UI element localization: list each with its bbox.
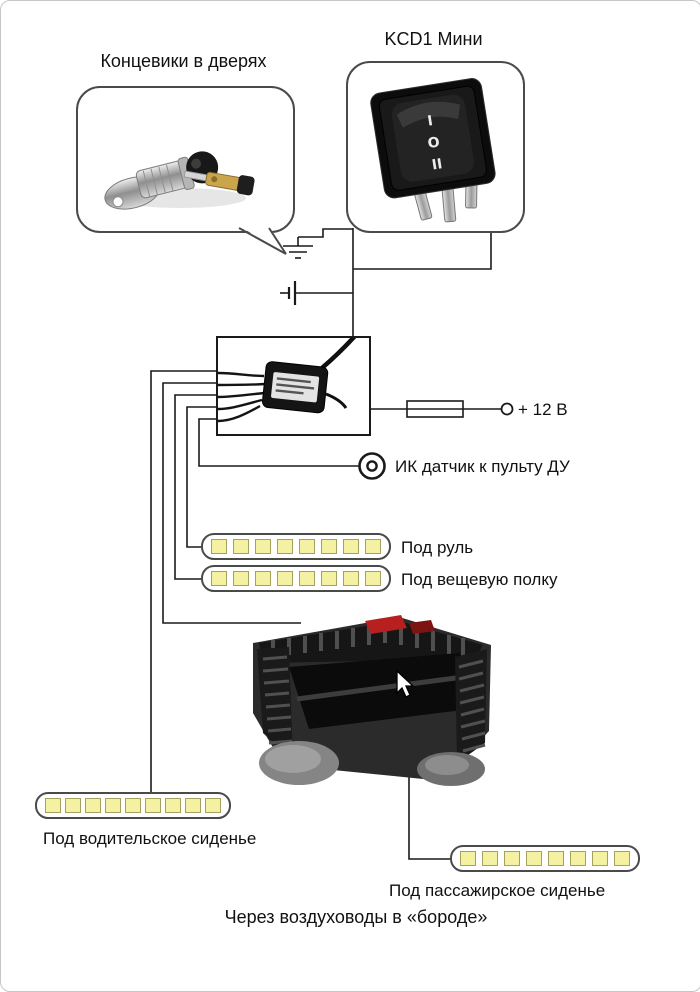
led-segment [255, 539, 271, 554]
led-segment [211, 571, 227, 586]
controller-photo [218, 338, 357, 423]
wire-vent [162, 382, 301, 624]
led-segment [592, 851, 608, 866]
controller-box [216, 336, 371, 436]
label-strip-steering: Под руль [401, 538, 474, 557]
led-segment [548, 851, 564, 866]
wire-strip-steering [186, 406, 216, 548]
led-segment [145, 798, 161, 813]
wire-strip-driver [150, 370, 216, 793]
led-segment [321, 539, 337, 554]
ground-symbol [283, 228, 353, 259]
label-strip-driver: Под водительское сиденье [43, 829, 257, 848]
label-door-switches: Концевики в дверях [100, 51, 267, 71]
led-strip-steering [201, 533, 391, 560]
rocker-mark-bottom: II [431, 156, 444, 173]
led-segment [343, 571, 359, 586]
led-segment [85, 798, 101, 813]
led-segment [299, 539, 315, 554]
led-segment [570, 851, 586, 866]
power-terminal-circle [500, 402, 514, 416]
led-segment [205, 798, 221, 813]
led-segment [105, 798, 121, 813]
led-segment [233, 571, 249, 586]
label-ir-sensor: ИК датчик к пульту ДУ [395, 457, 570, 476]
led-segment [299, 571, 315, 586]
led-segment [365, 539, 381, 554]
led-segment [165, 798, 181, 813]
wire-rocker [353, 229, 492, 270]
rocker-bubble: I O II [346, 61, 525, 233]
led-segment [277, 571, 293, 586]
led-segment [125, 798, 141, 813]
led-segment [321, 571, 337, 586]
led-segment [614, 851, 630, 866]
ir-sensor-symbol [198, 418, 386, 480]
led-strip-driver [35, 792, 231, 819]
label-strip-passenger: Под пассажирское сиденье [389, 881, 606, 900]
led-segment [526, 851, 542, 866]
rocker-switch-photo: I O II [370, 78, 496, 223]
led-strip-shelf [201, 565, 391, 592]
vent-photo [253, 615, 491, 786]
led-segment [233, 539, 249, 554]
led-segment [45, 798, 61, 813]
rocker-mark-top: I [426, 113, 434, 130]
label-rocker: KCD1 Мини [384, 29, 483, 49]
label-power: + 12 В [518, 400, 568, 419]
led-segment [211, 539, 227, 554]
led-segment [255, 571, 271, 586]
door-switch-photo [104, 151, 255, 210]
red-sticker [365, 615, 407, 634]
led-segment [365, 571, 381, 586]
wire-strip-shelf [174, 394, 216, 580]
led-segment [65, 798, 81, 813]
led-segment [185, 798, 201, 813]
fuse-symbol [371, 400, 501, 418]
mouse-cursor-icon [396, 669, 415, 698]
label-strip-shelf: Под вещевую полку [401, 570, 558, 589]
door-switches-bubble [76, 86, 295, 233]
rocker-mark-middle: O [427, 134, 441, 152]
led-segment [460, 851, 476, 866]
led-strip-passenger [450, 845, 640, 872]
bubble-tail [238, 226, 287, 255]
led-segment [504, 851, 520, 866]
led-segment [343, 539, 359, 554]
led-segment [482, 851, 498, 866]
led-segment [277, 539, 293, 554]
battery-symbol [280, 281, 353, 305]
caption: Через воздуховоды в «бороде» [224, 907, 488, 927]
